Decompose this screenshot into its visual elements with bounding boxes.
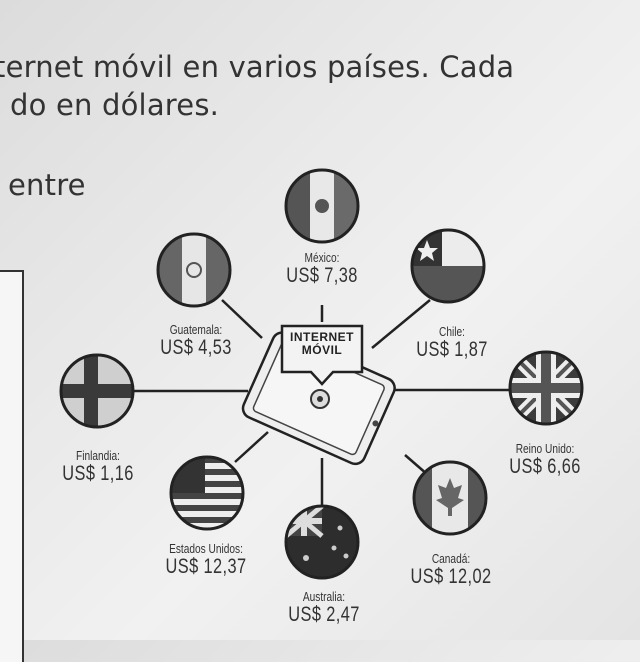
paragraph-line-2: do en dólares. [10,88,220,122]
bubble-label: INTERNET MÓVIL [282,331,362,357]
finland-flag-icon [61,355,133,427]
country-name: Australia: [302,589,346,604]
country-name: Guatemala: [169,322,223,337]
country-name: México: [304,250,340,265]
uk-flag-icon [510,352,582,424]
usa-flag-icon [171,457,243,529]
bubble-line-1: INTERNET [290,330,354,344]
country-name: Canadá: [431,551,471,566]
country-name: Chile: [439,324,465,339]
internet-movil-diagram [59,168,584,580]
country-mexico: México: US$ 7,38 [281,250,362,287]
country-chile: Chile: US$ 1,87 [411,324,492,361]
canada-flag-icon [414,462,486,534]
country-price: US$ 4,53 [160,336,232,359]
bubble-line-2: MÓVIL [301,343,343,357]
country-price: US$ 6,66 [509,455,581,478]
country-canada: Canadá: US$ 12,02 [407,551,496,588]
country-guatemala: Guatemala: US$ 4,53 [155,322,236,359]
country-price: US$ 1,16 [62,462,134,485]
country-estados-unidos: Estados Unidos: US$ 12,37 [159,541,253,578]
internet-movil-bubble [280,324,364,386]
country-name: Estados Unidos: [169,541,243,556]
location-pin-icon [310,389,330,409]
country-finlandia: Finlandia: US$ 1,16 [57,448,138,485]
country-price: US$ 12,37 [165,555,247,578]
paragraph-line-1: ternet móvil en varios países. Cada [0,50,515,84]
country-price: US$ 12,02 [410,565,492,588]
country-australia: Australia: US$ 2,47 [283,589,364,626]
answer-box [0,270,24,662]
country-reino-unido: Reino Unido: US$ 6,66 [502,441,588,478]
country-price: US$ 7,38 [286,264,358,287]
country-name: Reino Unido: [515,441,575,456]
country-name: Finlandia: [76,448,120,463]
country-price: US$ 2,47 [288,603,360,626]
paragraph-line-3: entre [8,168,86,202]
country-price: US$ 1,87 [416,338,488,361]
